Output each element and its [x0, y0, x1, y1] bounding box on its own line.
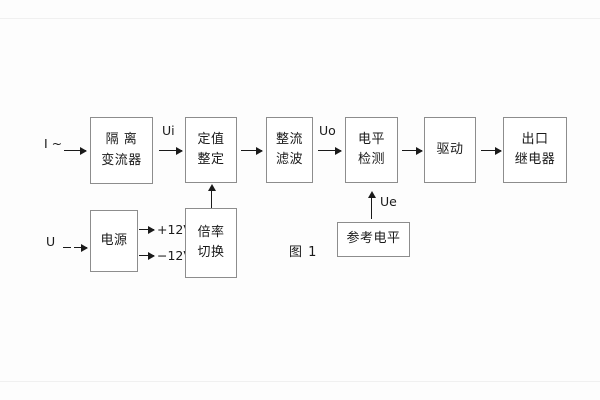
signal-label-uo: Uo [319, 123, 336, 138]
page-frame-bottom-rule [0, 381, 600, 382]
arrow-isolation-to-setpoint [159, 146, 183, 155]
signal-label-ui: Ui [162, 123, 175, 138]
arrow-voltage-to-power-supply [74, 243, 88, 252]
block-rectify-filter-line1: 整流 [275, 131, 303, 147]
page-frame-top-rule [0, 18, 600, 19]
block-multiplier-switch-line1: 倍率 [197, 224, 225, 240]
figure-caption: 图 1 [289, 245, 318, 260]
signal-label-ue: Ue [380, 194, 397, 209]
block-drive-line1: 驱动 [436, 141, 464, 157]
block-power-supply-line1: 电源 [100, 232, 128, 248]
arrow-setpoint-to-rectify [241, 146, 263, 155]
voltage-input-dash [63, 247, 71, 248]
block-reference-level-line1: 参考电平 [346, 231, 401, 247]
arrow-level-detect-to-drive [402, 146, 423, 155]
block-level-detect-line1: 电平 [357, 131, 385, 147]
block-drive: 驱动 [424, 117, 476, 183]
block-output-relay-line1: 出口 [521, 131, 549, 147]
block-setpoint-adjust-line1: 定值 [197, 131, 225, 147]
block-isolation-transformer-line2: 变流器 [101, 152, 142, 168]
block-setpoint-adjust-line2: 整定 [197, 152, 225, 167]
rail-label-positive: +12V [157, 222, 192, 237]
block-isolation-transformer-line1: 隔 离 [105, 132, 138, 148]
arrow-drive-to-output-relay [481, 146, 502, 155]
arrow-current-to-isolation [64, 146, 87, 155]
arrow-rail-negative [139, 251, 155, 260]
arrow-multiplier-to-setpoint [207, 184, 216, 208]
block-setpoint-adjust: 定值 整定 [185, 117, 237, 183]
arrow-reference-to-level-detect [367, 191, 376, 219]
block-isolation-transformer: 隔 离 变流器 [90, 117, 153, 184]
block-level-detect-line2: 检测 [357, 152, 385, 167]
block-rectify-filter: 整流 滤波 [266, 117, 313, 183]
input-label-voltage: U [46, 234, 56, 249]
block-level-detect: 电平 检测 [345, 117, 398, 183]
block-output-relay-line2: 继电器 [514, 152, 556, 167]
arrow-rail-positive [139, 225, 155, 234]
input-label-current: I ~ [44, 136, 63, 151]
block-output-relay: 出口 继电器 [503, 117, 567, 183]
block-multiplier-switch: 倍率 切换 [185, 208, 237, 278]
block-multiplier-switch-line2: 切换 [197, 245, 225, 260]
arrow-rectify-to-level-detect [318, 146, 342, 155]
block-reference-level: 参考电平 [337, 222, 410, 257]
rail-label-negative: −12V [157, 248, 192, 263]
block-rectify-filter-line2: 滤波 [275, 152, 303, 167]
block-power-supply: 电源 [90, 210, 138, 272]
